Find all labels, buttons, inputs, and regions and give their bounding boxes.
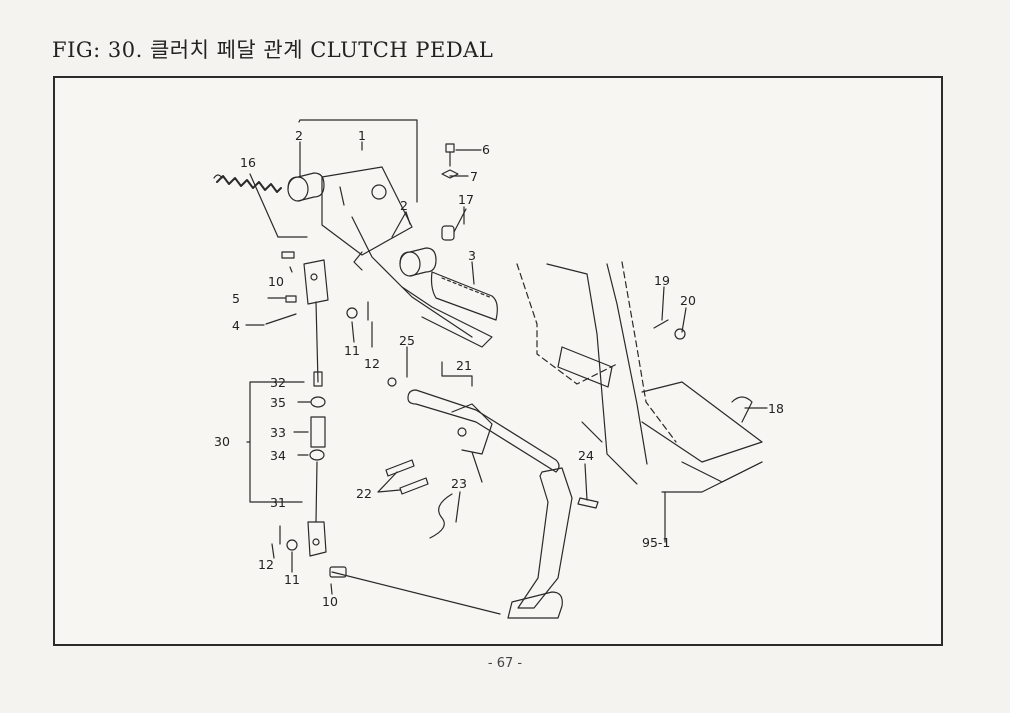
- callout-20: 20: [680, 293, 696, 308]
- bolt-parts-6-7-17: [441, 143, 459, 241]
- callout-2b: 2: [400, 198, 408, 213]
- callout-35: 35: [270, 395, 286, 410]
- pin-washer-19-20: [653, 319, 686, 340]
- callout-10a: 10: [268, 274, 284, 289]
- callout-6: 6: [482, 142, 490, 157]
- callout-11b: 11: [284, 572, 300, 587]
- callout-2: 2: [295, 128, 303, 143]
- callout-30: 30: [214, 434, 230, 449]
- callout-22: 22: [356, 486, 372, 501]
- callout-1: 1: [358, 128, 366, 143]
- callout-31: 31: [270, 495, 286, 510]
- callout-7: 7: [470, 169, 478, 184]
- callout-labels: 2 1 6 7 16 2 17 3 10 5 4 11 12 25 21 32 …: [214, 128, 784, 609]
- callout-5: 5: [232, 291, 240, 306]
- callout-3: 3: [468, 248, 476, 263]
- upper-clevis: [265, 251, 369, 325]
- base-frame: [516, 261, 763, 493]
- callout-19: 19: [654, 273, 670, 288]
- callout-25: 25: [399, 333, 415, 348]
- callout-17: 17: [458, 192, 474, 207]
- callout-95-1: 95-1: [642, 535, 670, 550]
- callout-33: 33: [270, 425, 286, 440]
- callout-16: 16: [240, 155, 256, 170]
- callout-23: 23: [451, 476, 467, 491]
- spring-part-16: [213, 174, 282, 193]
- callout-12a: 12: [364, 356, 380, 371]
- leader-lines: [245, 119, 768, 615]
- diagram-frame: 2 1 6 7 16 2 17 3 10 5 4 11 12 25 21 32 …: [53, 76, 943, 646]
- callout-32: 32: [270, 375, 286, 390]
- fasteners-22-23-24: [385, 459, 599, 539]
- lower-clevis: [279, 525, 347, 578]
- callout-18: 18: [768, 401, 784, 416]
- callout-10b: 10: [322, 594, 338, 609]
- callout-24: 24: [578, 448, 594, 463]
- callout-12b: 12: [258, 557, 274, 572]
- pedal-shaft-part-21: [387, 377, 560, 483]
- page-number: - 67 -: [487, 656, 523, 671]
- rod-assembly-part-30: [307, 301, 327, 557]
- callout-21: 21: [456, 358, 472, 373]
- callout-11a: 11: [344, 343, 360, 358]
- bushing-part-2: [287, 172, 437, 277]
- pedal-pad-part-3: [401, 271, 498, 348]
- callout-4: 4: [232, 318, 240, 333]
- figure-title: FIG: 30. 클러치 페달 관계 CLUTCH PEDAL: [52, 38, 494, 62]
- callout-34: 34: [270, 448, 286, 463]
- parts-diagram: 2 1 6 7 16 2 17 3 10 5 4 11 12 25 21 32 …: [213, 119, 784, 619]
- pedal-lever: [507, 467, 573, 619]
- pedal-bracket-part-1: [321, 166, 473, 338]
